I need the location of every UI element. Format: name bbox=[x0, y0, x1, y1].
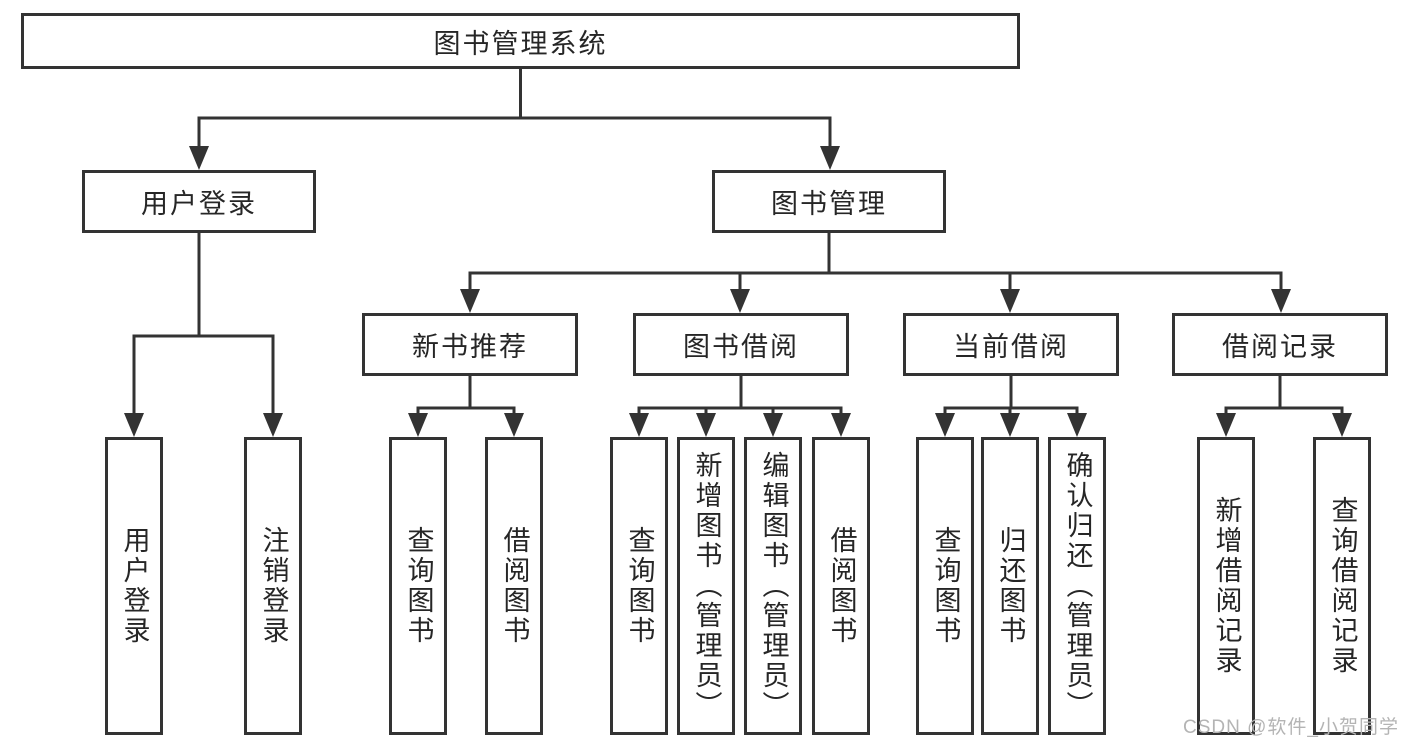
node-label: 当前借阅 bbox=[953, 332, 1069, 362]
node-label: 归还图书 bbox=[995, 526, 1026, 646]
node-label: 用户登录 bbox=[119, 526, 150, 646]
node-label: 用户登录 bbox=[141, 189, 257, 219]
node-label: 借阅图书 bbox=[826, 526, 857, 646]
leaf-confirm-return-admin: 确认归还（管理员） bbox=[1048, 437, 1106, 735]
leaf-borrow-books: 借阅图书 bbox=[812, 437, 870, 735]
node-label: 查询图书 bbox=[930, 526, 961, 646]
node-label: 图书借阅 bbox=[683, 332, 799, 362]
node-book-borrowing: 图书借阅 bbox=[633, 313, 849, 376]
leaf-return-books: 归还图书 bbox=[981, 437, 1039, 735]
node-label: 新增图书（管理员） bbox=[691, 451, 722, 721]
leaf-query-books-borrow: 查询图书 bbox=[610, 437, 668, 735]
node-new-book-recommendation: 新书推荐 bbox=[362, 313, 578, 376]
node-label: 查询图书 bbox=[403, 526, 434, 646]
node-label: 借阅图书 bbox=[499, 526, 530, 646]
csdn-watermark: CSDN @软件_小贺同学 bbox=[1183, 717, 1399, 738]
leaf-add-borrow-record: 新增借阅记录 bbox=[1197, 437, 1255, 735]
node-label: 查询借阅记录 bbox=[1327, 496, 1358, 676]
node-label: 查询图书 bbox=[624, 526, 655, 646]
node-label: 编辑图书（管理员） bbox=[758, 451, 789, 721]
node-label: 图书管理系统 bbox=[433, 28, 608, 59]
node-book-management: 图书管理 bbox=[712, 170, 946, 233]
node-label: 图书管理 bbox=[771, 189, 887, 219]
node-label: 新增借阅记录 bbox=[1211, 496, 1242, 676]
node-label: 新书推荐 bbox=[412, 332, 528, 362]
node-current-borrowing: 当前借阅 bbox=[903, 313, 1119, 376]
node-user-login: 用户登录 bbox=[82, 170, 316, 233]
leaf-edit-books-admin: 编辑图书（管理员） bbox=[744, 437, 802, 735]
leaf-logout: 注销登录 bbox=[244, 437, 302, 735]
node-label: 注销登录 bbox=[258, 526, 289, 646]
node-label: 确认归还（管理员） bbox=[1062, 451, 1093, 721]
leaf-borrow-books-recommend: 借阅图书 bbox=[485, 437, 543, 735]
node-library-management-system: 图书管理系统 bbox=[21, 13, 1020, 69]
leaf-add-books-admin: 新增图书（管理员） bbox=[677, 437, 735, 735]
leaf-query-books-recommend: 查询图书 bbox=[389, 437, 447, 735]
leaf-query-borrow-record: 查询借阅记录 bbox=[1313, 437, 1371, 735]
leaf-user-login: 用户登录 bbox=[105, 437, 163, 735]
node-label: 借阅记录 bbox=[1222, 332, 1338, 362]
node-borrowing-records: 借阅记录 bbox=[1172, 313, 1388, 376]
leaf-query-books-current: 查询图书 bbox=[916, 437, 974, 735]
